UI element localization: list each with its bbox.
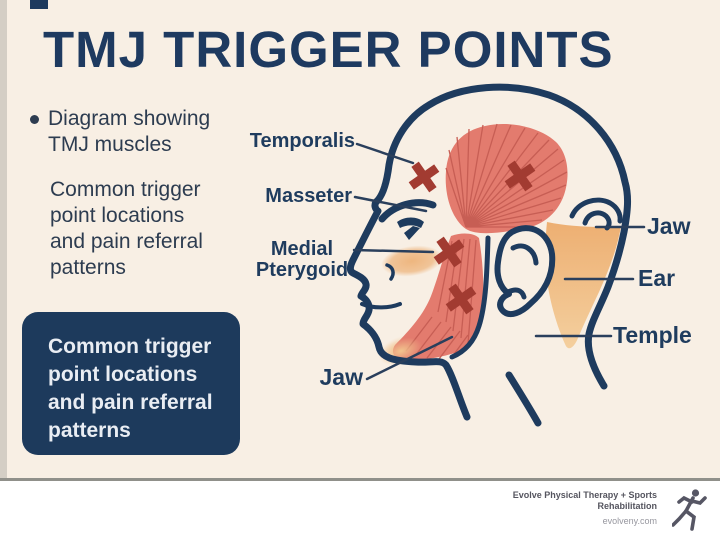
eye — [397, 217, 424, 240]
intro-paragraph: Common trigger point locations and pain … — [50, 178, 203, 279]
trigger-points — [408, 160, 536, 315]
eyebrow — [378, 199, 437, 223]
leader-temporalis — [355, 142, 415, 165]
temporalis-muscle — [445, 123, 568, 234]
runner-icon — [672, 489, 707, 531]
bullet-item-diagram-showing: Diagram showing TMJ muscles — [30, 106, 210, 158]
label-temporalis: Temporalis — [249, 130, 355, 152]
jaw-ramus-line — [449, 235, 491, 360]
footer-org-line1: Evolve Physical Therapy + Sports — [512, 490, 657, 500]
neck-back-line — [505, 371, 542, 427]
label-jaw-left: Jaw — [319, 364, 363, 390]
trigger-x-temporalis-front — [408, 161, 440, 193]
left-edge-strip — [0, 0, 7, 479]
page-title: TMJ TRIGGER POINTS — [43, 21, 614, 78]
footer-website: evolveny.com — [602, 516, 657, 526]
head-outline — [346, 83, 631, 427]
callout-box: Common trigger point locations and pain … — [22, 312, 240, 455]
bullet-dot — [30, 115, 39, 124]
trigger-x-masseter — [445, 283, 477, 315]
footer: Evolve Physical Therapy + Sports Rehabil… — [0, 481, 720, 541]
leader-jaw-left — [365, 335, 454, 381]
mouth-line — [360, 302, 402, 310]
ear-outline — [494, 225, 556, 317]
bullet-text: Diagram showing TMJ muscles — [48, 107, 211, 156]
nostril-line — [385, 263, 395, 281]
footer-credit: Evolve Physical Therapy + Sports Rehabil… — [513, 490, 657, 527]
ear-inner-detail — [505, 243, 539, 300]
leader-medial-pterygoid — [352, 248, 435, 254]
back-ear-icon — [569, 197, 623, 231]
leader-lines — [352, 142, 646, 381]
trigger-x-medial-pterygoid — [433, 236, 465, 268]
referral-region-neck — [545, 222, 621, 349]
label-masseter: Masseter — [265, 185, 352, 207]
label-ear: Ear — [638, 265, 676, 291]
footer-divider — [0, 478, 720, 481]
leader-masseter — [353, 195, 428, 213]
footer-org-line2: Rehabilitation — [597, 501, 657, 511]
trigger-x-temporalis — [504, 160, 536, 192]
top-left-corner-artifact — [30, 0, 48, 9]
label-medial-pterygoid: Medial Pterygoid — [255, 238, 349, 281]
referral-region-cheek — [381, 245, 443, 277]
label-jaw-right: Jaw — [647, 213, 691, 239]
label-temple: Temple — [613, 322, 692, 348]
